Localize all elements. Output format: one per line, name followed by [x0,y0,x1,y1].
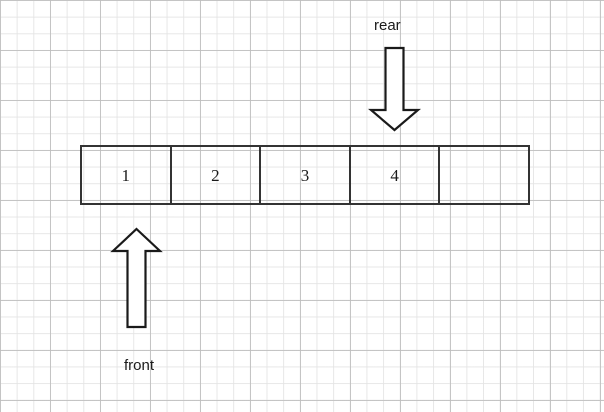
rear-pointer-arrow-down-icon [368,45,421,133]
queue-cell-4-empty[interactable] [440,147,528,203]
front-pointer-arrow-up-icon [110,226,163,330]
queue-cell-value: 3 [300,165,310,185]
queue-cell-value: 4 [390,165,399,185]
queue-cell-0[interactable]: 1 [82,147,172,203]
queue-cell-2[interactable]: 3 [261,147,351,203]
queue-container: 1 2 3 4 [80,145,530,205]
arrow-down-shape [368,46,421,132]
queue-cell-value: 2 [211,165,220,185]
rear-pointer-label: rear [374,17,401,34]
arrow-up-shape [110,227,163,329]
queue-cell-3[interactable]: 4 [351,147,441,203]
front-pointer-label: front [124,357,155,374]
queue-cell-1[interactable]: 2 [172,147,262,203]
queue-cell-value: 1 [121,165,131,185]
